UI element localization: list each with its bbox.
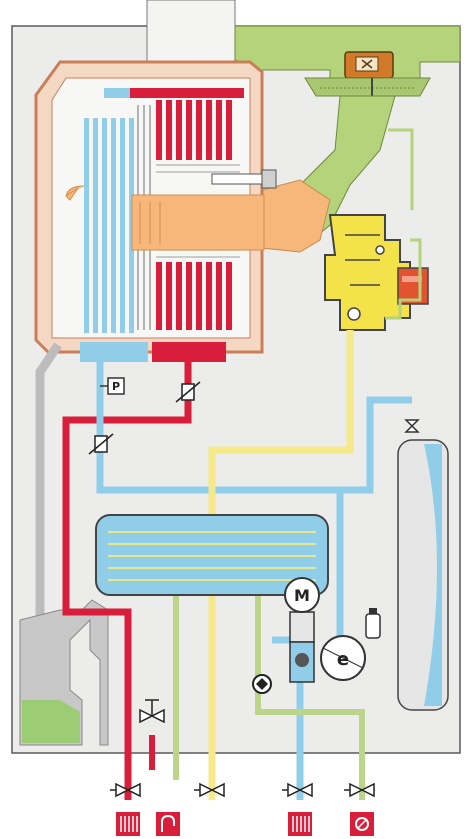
- return-temperature-sensor-icon: [88, 433, 114, 455]
- flue-chimney: [146, 0, 236, 71]
- gas-valve-return-line: [385, 238, 422, 320]
- pump-motor-label: M: [294, 586, 310, 605]
- isolation-valve-return: [282, 782, 313, 798]
- pump-motor: M: [284, 577, 320, 683]
- vessel-valve-icon: [404, 419, 420, 433]
- isolation-valve-gas: [194, 782, 225, 798]
- gas-inlet-icon: [350, 812, 374, 836]
- flue-gas-arrow: [65, 185, 85, 201]
- ignition-electrode: [211, 169, 277, 189]
- heating-flow-icon: [116, 812, 140, 836]
- pressure-sensor: P: [100, 377, 125, 395]
- gas-supply-line: [388, 128, 414, 210]
- heating-flow-pipe: [62, 362, 192, 800]
- flow-manifold: [152, 342, 226, 362]
- return-manifold: [80, 342, 148, 362]
- flow-collector-top: [130, 88, 244, 98]
- circulation-pump-label: e: [337, 649, 349, 670]
- pressure-sensor-label: P: [112, 380, 120, 393]
- hot-water-tap-icon: [156, 812, 180, 836]
- flow-switch-icon: [252, 674, 272, 694]
- gas-valve: [324, 214, 429, 331]
- isolation-valve-flow: [110, 782, 141, 798]
- heat-exchanger-flow-tubes-bottom: [156, 262, 232, 330]
- heat-exchanger-flow-tubes-top: [156, 100, 232, 160]
- heating-return-icon: [288, 812, 312, 836]
- flow-temperature-sensor-icon: [175, 381, 201, 403]
- condensate-trap-water: [22, 700, 80, 743]
- return-collector-top: [104, 88, 130, 98]
- heating-return-pipe: [96, 362, 412, 650]
- cold-water-pipe: [173, 590, 365, 800]
- burner: [131, 194, 265, 251]
- burner-flame-holes: [139, 202, 161, 244]
- gas-pipe: [208, 330, 354, 800]
- safety-valve-icon: [139, 699, 165, 724]
- circulation-pump: e: [320, 635, 366, 681]
- expansion-vessel: [397, 439, 449, 711]
- isolation-valve-cold: [344, 782, 375, 798]
- plate-heat-exchanger: [95, 514, 329, 596]
- air-vent-icon: [365, 608, 381, 639]
- fan-assembly: [304, 51, 431, 112]
